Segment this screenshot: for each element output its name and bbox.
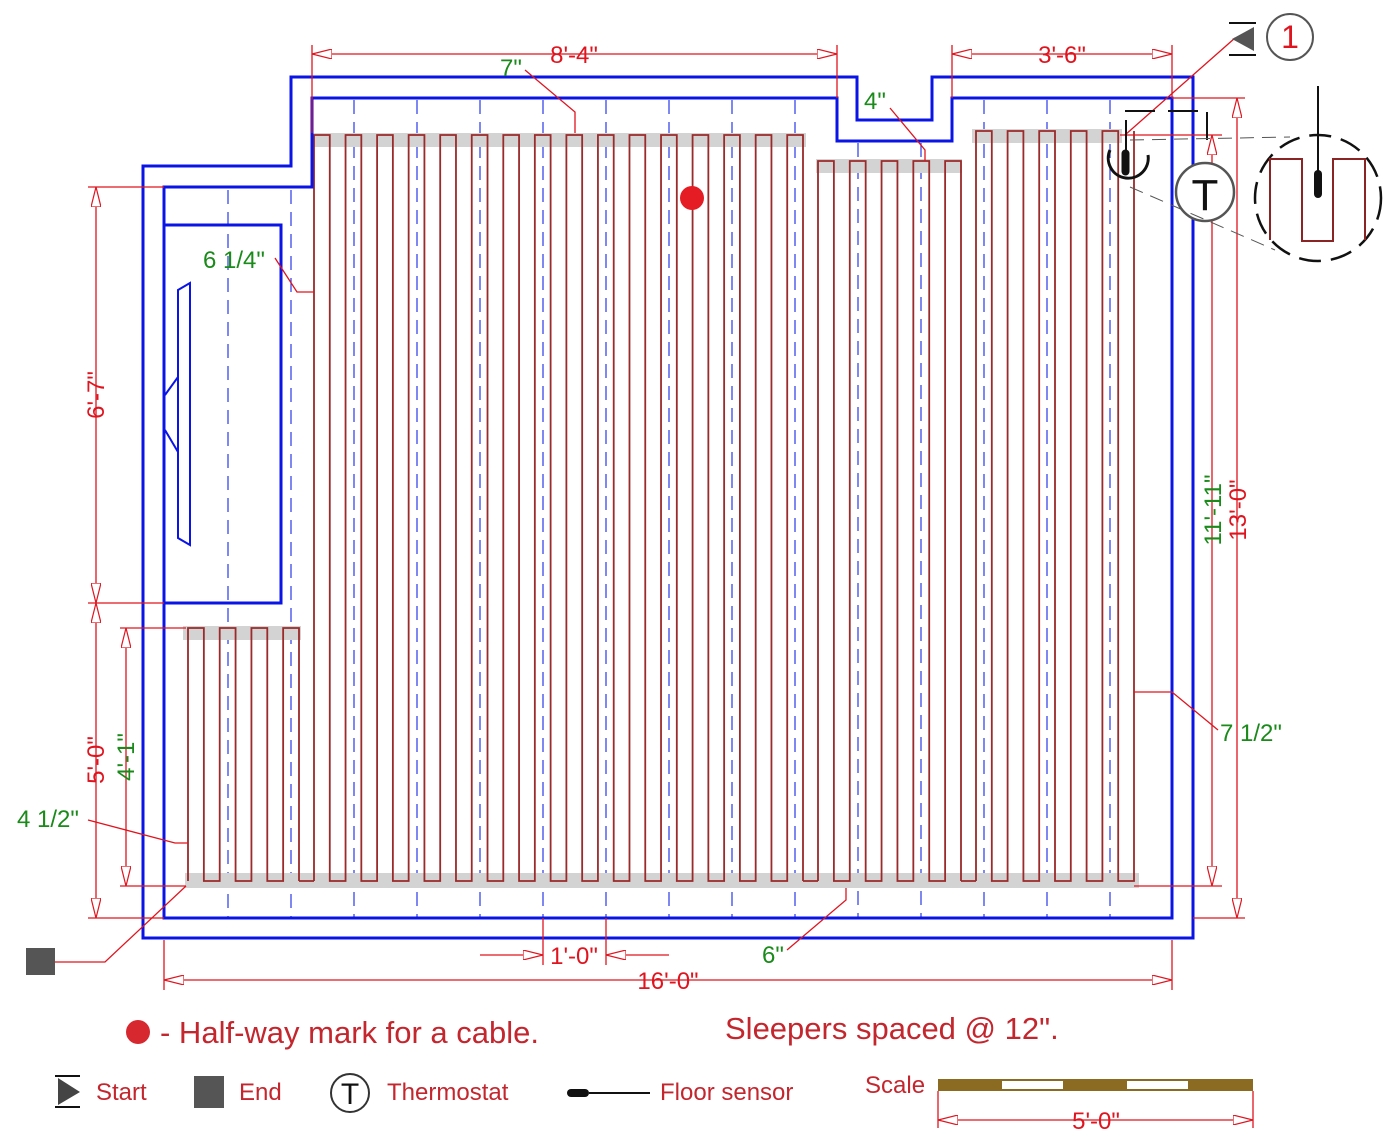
- legend-start-label: Start: [96, 1079, 147, 1106]
- halfway-note: - Half-way mark for a cable.: [160, 1015, 539, 1050]
- legend: Start End T Thermostat Floor sensor Scal…: [55, 1072, 1254, 1135]
- dim-top-right-width: 3'-6": [1038, 42, 1086, 69]
- thermostat-icon: T: [1174, 161, 1236, 223]
- dim-overall-width: 16'-0": [637, 968, 698, 995]
- scale-bar: [937, 1079, 1254, 1128]
- floor-sensor-icon: [1106, 110, 1208, 180]
- start-icon: [55, 1075, 80, 1108]
- legend-scale-label: Scale: [865, 1072, 925, 1099]
- halfway-legend-dot-icon: [126, 1020, 150, 1044]
- sensor-detail-magnified: [1129, 86, 1383, 263]
- legend-floor-sensor-label: Floor sensor: [660, 1079, 793, 1106]
- tape-strip: [972, 129, 1122, 143]
- cable-run: [817, 160, 962, 882]
- cable-end-icon: [26, 948, 55, 975]
- thermostat-legend-symbol: T: [341, 1078, 359, 1111]
- dim-sleeper-spacing: 1'-0": [550, 943, 598, 970]
- dim-left-lower-inner-height: 4'-1": [113, 733, 140, 781]
- heating-cable: [187, 130, 1135, 882]
- tape-strip: [816, 159, 962, 173]
- cable-run: [313, 134, 804, 882]
- halfway-mark-icon: [680, 186, 704, 210]
- thermostat-legend-icon: T: [330, 1073, 370, 1113]
- sleepers: [227, 100, 1111, 918]
- dim-notch-offset: 4": [864, 88, 886, 115]
- outer-wall: [141, 75, 1195, 940]
- dim-right-inner-height: 11'-11": [1200, 475, 1227, 546]
- cable-run: [975, 130, 1135, 882]
- tape-strip: [312, 133, 806, 147]
- dim-top-offset: 7": [500, 55, 522, 82]
- dim-vanity-offset: 6 1/4": [203, 247, 265, 274]
- detail-callout-number: 1: [1281, 19, 1299, 55]
- sleepers-note: Sleepers spaced @ 12".: [725, 1011, 1059, 1046]
- cable-run: [187, 627, 300, 882]
- end-icon: [194, 1076, 224, 1108]
- tape-strip: [185, 873, 1139, 888]
- dim-left-upper-height: 6'-7": [83, 371, 110, 419]
- dim-left-lower-height: 5'-0": [83, 736, 110, 784]
- legend-thermostat-label: Thermostat: [387, 1079, 509, 1106]
- dim-left-offset: 4 1/2": [17, 806, 79, 833]
- dim-right-overall-height: 13'-0": [1225, 479, 1252, 540]
- tape-strip: [183, 626, 301, 640]
- dim-top-left-width: 8'-4": [550, 42, 598, 69]
- dimension-lines: [55, 37, 1245, 990]
- dim-bottom-offset: 6": [762, 942, 784, 969]
- dim-right-offset: 7 1/2": [1220, 720, 1282, 747]
- inner-wall: [162, 96, 1174, 920]
- thermostat-symbol: T: [1192, 171, 1219, 220]
- tub-fixture: [164, 281, 191, 547]
- vanity-outline: [164, 223, 283, 605]
- scale-length-label: 5'-0": [1072, 1108, 1120, 1135]
- dimension-labels: 8'-4" 3'-6" 16'-0" 1'-0" 6'-7" 5'-0" 4'-…: [17, 42, 1282, 995]
- tape-strips: [183, 129, 1139, 888]
- cable-start-marker: 1: [1229, 13, 1314, 61]
- floor-sensor-legend-icon: [567, 1089, 650, 1097]
- legend-end-label: End: [239, 1079, 282, 1106]
